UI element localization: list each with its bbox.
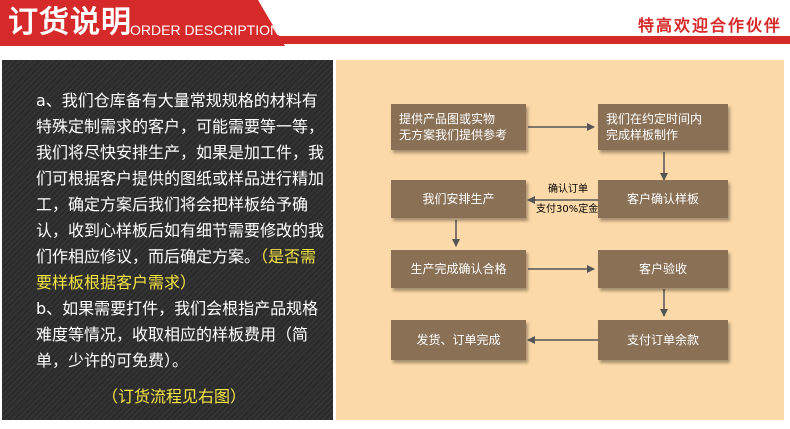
flow-step-delivery: 发货、订单完成 [391,320,526,360]
flowchart-panel: 提供产品图或实物 无方案我们提供参考 我们在约定时间内 完成样板制作 客户确认样… [336,60,784,420]
label-confirm-order: 确认订单 [548,184,588,195]
paragraph-a-text: a、我们仓库备有大量常规规格的材料有特殊定制需求的客户，可能需要等一等，我们将尽… [36,91,325,266]
paragraph-a: a、我们仓库备有大量常规规格的材料有特殊定制需求的客户，可能需要等一等，我们将尽… [24,88,324,296]
flow-step-make-sample-label: 我们在约定时间内 完成样板制作 [606,112,703,142]
flow-note: （订货流程见右图） [101,387,246,406]
page-subtitle: ORDER DESCRIPTION [130,22,281,38]
flow-step-provide-drawing: 提供产品图或实物 无方案我们提供参考 [391,104,526,150]
paragraph-b: b、如果需要打件，我们会根指产品规格难度等情况，收取相应的样板费用（简单，少许的… [36,299,319,370]
slogan: 特高欢迎合作伙伴 [637,16,782,35]
flow-step-confirm-sample-label: 客户确认样板 [626,192,699,206]
flow-step-production-label: 我们安排生产 [422,192,495,206]
sample-note: （是否需要样板根据客户需求） [36,247,317,292]
page-title: 订货说明 [8,5,132,40]
flow-step-pay-balance-label: 支付订单余款 [626,333,699,347]
flow-step-make-sample: 我们在约定时间内 完成样板制作 [598,104,728,150]
flowchart-arrows [452,123,668,344]
label-deposit: 支付30%定金 [536,204,599,215]
flow-step-production: 我们安排生产 [391,180,526,218]
description-text: a、我们仓库备有大量常规规格的材料有特殊定制需求的客户，可能需要等一等，我们将尽… [24,88,324,410]
flow-step-acceptance-label: 客户验收 [638,262,687,276]
flow-step-pay-balance: 支付订单余款 [598,320,728,360]
flow-step-provide-drawing-label: 提供产品图或实物 无方案我们提供参考 [399,112,508,142]
header-divider-line [260,36,790,44]
description-panel: a、我们仓库备有大量常规规格的材料有特殊定制需求的客户，可能需要等一等，我们将尽… [2,60,333,420]
header-banner [0,0,285,46]
flow-step-qualified: 生产完成确认合格 [391,250,526,288]
flow-step-qualified-label: 生产完成确认合格 [410,262,507,276]
flow-step-delivery-label: 发货、订单完成 [416,333,501,347]
flow-step-confirm-sample: 客户确认样板 [598,180,728,218]
flow-step-acceptance: 客户验收 [598,250,728,288]
header: 订货说明 ORDER DESCRIPTION 特高欢迎合作伙伴 [0,0,790,48]
